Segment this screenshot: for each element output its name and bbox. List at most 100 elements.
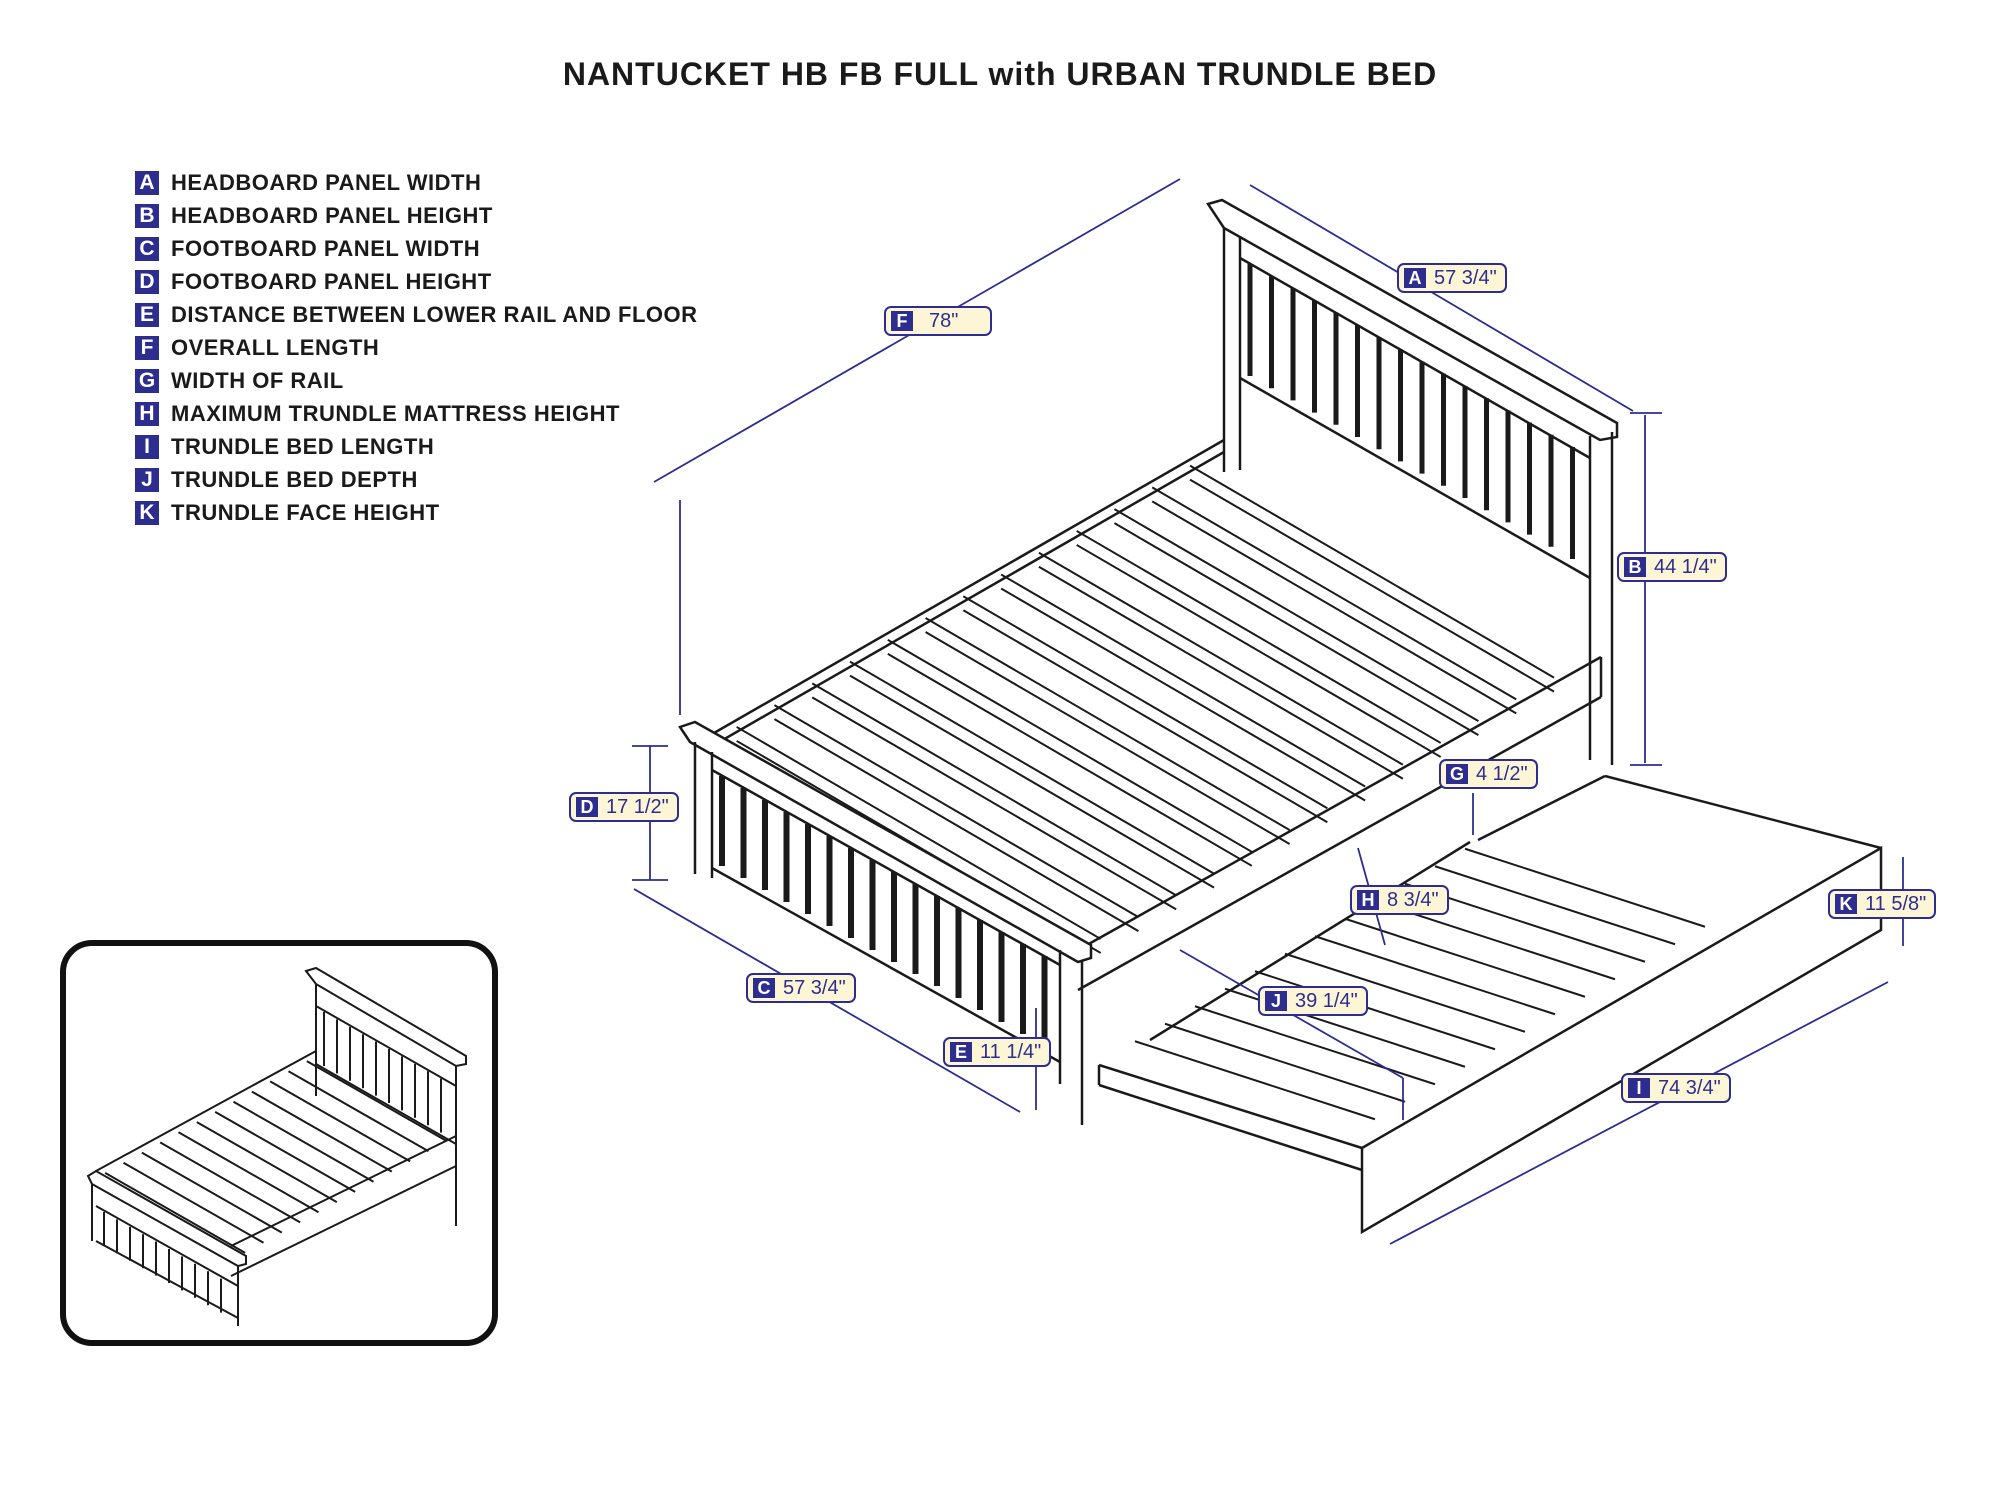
thumbnail-slat xyxy=(104,1172,246,1254)
bed-slat xyxy=(1000,587,1366,802)
trundle-slat xyxy=(1134,1040,1376,1121)
bed-slat xyxy=(811,696,1177,911)
legend-text: HEADBOARD PANEL HEIGHT xyxy=(171,202,493,228)
thumbnail-slat xyxy=(141,1151,283,1234)
bed-slat xyxy=(1076,530,1442,744)
dimension-letter: D xyxy=(576,797,598,817)
bed-slat xyxy=(1151,500,1517,715)
thumbnail-slat xyxy=(251,1090,393,1173)
dimension-letter: H xyxy=(1357,890,1379,910)
legend-item: D FOOTBOARD PANEL HEIGHT xyxy=(135,265,698,298)
dimension-value: 4 1/2" xyxy=(1476,762,1528,785)
thumbnail-slat xyxy=(233,1100,374,1183)
legend-item: H MAXIMUM TRUNDLE MATTRESS HEIGHT xyxy=(135,397,698,430)
legend-letter: J xyxy=(135,467,159,492)
bed-slat xyxy=(849,660,1215,875)
legend-letter: D xyxy=(135,269,159,294)
bed-slat xyxy=(736,726,1102,940)
thumbnail-slat xyxy=(159,1141,301,1224)
dimension-label-b: B 44 1/4" xyxy=(1617,552,1727,582)
legend-text: TRUNDLE BED LENGTH xyxy=(171,433,435,459)
bed-slat xyxy=(1189,478,1555,693)
bed-slat xyxy=(887,652,1253,867)
thumbnail-slat xyxy=(269,1080,411,1163)
legend-letter: E xyxy=(135,302,159,327)
dimension-letter: G xyxy=(1446,764,1468,784)
bed-slat xyxy=(1038,551,1404,766)
bed-slat xyxy=(1113,508,1479,723)
trundle-slat xyxy=(1194,1005,1436,1086)
thumbnail-slat xyxy=(196,1121,338,1203)
legend-letter: F xyxy=(135,335,159,360)
trundle-slat xyxy=(1284,952,1526,1033)
bed-slat xyxy=(1151,486,1517,701)
bed-slat xyxy=(1038,565,1404,780)
legend-letter: C xyxy=(135,236,159,261)
thumbnail-slat xyxy=(178,1131,319,1214)
bed-slat xyxy=(811,682,1177,897)
dimension-value: 39 1/4" xyxy=(1295,989,1358,1012)
dimension-value: 8 3/4" xyxy=(1387,888,1439,911)
dimension-letter: J xyxy=(1265,991,1287,1011)
legend-item: I TRUNDLE BED LENGTH xyxy=(135,430,698,463)
bed-slat xyxy=(962,609,1328,824)
dimension-value: 78" xyxy=(929,309,959,332)
legend-text: DISTANCE BETWEEN LOWER RAIL AND FLOOR xyxy=(171,301,698,327)
thumbnail-slat xyxy=(288,1070,429,1153)
dimension-letter: I xyxy=(1628,1078,1650,1098)
legend-letter: I xyxy=(135,434,159,459)
legend-text: TRUNDLE FACE HEIGHT xyxy=(171,499,440,525)
dimension-letter: B xyxy=(1624,557,1646,577)
legend-item: J TRUNDLE BED DEPTH xyxy=(135,463,698,496)
trundle-bed xyxy=(1097,774,1883,1235)
dimension-value: 57 3/4" xyxy=(783,976,846,999)
dimension-label-f: F 78" xyxy=(884,306,993,336)
dimension-label-j: J 39 1/4" xyxy=(1258,986,1368,1016)
dimension-letter: A xyxy=(1404,268,1426,288)
dimension-value: 11 1/4" xyxy=(980,1040,1042,1063)
legend-letter: G xyxy=(135,368,159,393)
legend-letter: H xyxy=(135,401,159,426)
thumbnail-slat xyxy=(306,1060,448,1142)
legend-text: MAXIMUM TRUNDLE MATTRESS HEIGHT xyxy=(171,400,620,426)
bed-slat xyxy=(1000,573,1366,788)
bed-slat xyxy=(849,674,1215,889)
dimension-letter: F xyxy=(891,311,913,331)
legend-text: OVERALL LENGTH xyxy=(171,334,380,360)
bed-slat xyxy=(773,704,1139,919)
bed-slat xyxy=(925,631,1291,845)
legend-letter: B xyxy=(135,203,159,228)
thumbnail-slat xyxy=(214,1111,356,1193)
trundle-slat xyxy=(1164,1022,1406,1103)
dimension-label-h: H 8 3/4" xyxy=(1350,885,1449,915)
assembled-bed-thumbnail xyxy=(60,940,498,1346)
diagram-title: NANTUCKET HB FB FULL with URBAN TRUNDLE … xyxy=(562,56,1438,92)
legend-item: F OVERALL LENGTH xyxy=(135,331,698,364)
legend-text: TRUNDLE BED DEPTH xyxy=(171,466,418,492)
legend-text: FOOTBOARD PANEL HEIGHT xyxy=(171,268,492,294)
dimension-value: 44 1/4" xyxy=(1654,555,1717,578)
dimension-label-c: C 57 3/4" xyxy=(746,973,856,1003)
legend-item: B HEADBOARD PANEL HEIGHT xyxy=(135,199,698,232)
bed-slat xyxy=(1189,464,1555,679)
bed-slat xyxy=(887,638,1253,853)
bed-slat xyxy=(1113,522,1479,737)
bed-slat xyxy=(773,718,1139,933)
dimension-label-i: I 74 3/4" xyxy=(1621,1073,1731,1103)
dimension-letter: K xyxy=(1835,894,1857,914)
legend-text: WIDTH OF RAIL xyxy=(171,367,344,393)
thumbnail-slat xyxy=(123,1161,264,1244)
bed-frame xyxy=(678,198,1883,1235)
dimension-value: 74 3/4" xyxy=(1658,1076,1721,1099)
dimension-letter: C xyxy=(753,978,775,998)
legend-text: HEADBOARD PANEL WIDTH xyxy=(171,169,482,195)
trundle-slat xyxy=(1464,847,1706,928)
